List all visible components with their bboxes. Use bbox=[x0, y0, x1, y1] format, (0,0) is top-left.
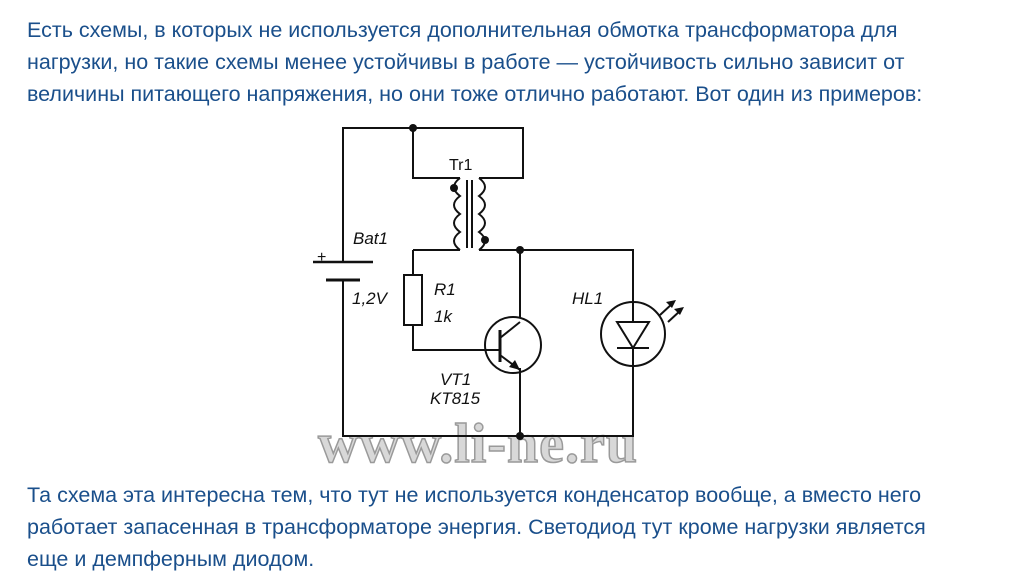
transistor-label: VT1 bbox=[440, 370, 471, 389]
transformer-label: Tr1 bbox=[449, 157, 473, 174]
led-light-arrow-icon bbox=[666, 300, 676, 308]
led-symbol bbox=[600, 301, 682, 367]
resistor-label: R1 bbox=[434, 280, 456, 299]
wires bbox=[342, 127, 634, 437]
resistor-symbol bbox=[403, 274, 423, 326]
junction-dots bbox=[409, 124, 524, 440]
transformer-dot-secondary bbox=[481, 236, 489, 244]
transistor-part: KT815 bbox=[430, 389, 481, 408]
led-light-arrow-icon-2 bbox=[674, 307, 684, 315]
intro-line-1: Есть схемы, в которых не используется до… bbox=[27, 18, 898, 42]
emitter-arrow-icon bbox=[509, 360, 520, 370]
resistor-value: 1k bbox=[434, 307, 453, 326]
transistor-symbol bbox=[484, 316, 542, 374]
outro-line-2: работает запасенная в трансформаторе эне… bbox=[27, 515, 926, 539]
outro-paragraph: Та схема эта интересна тем, что тут не и… bbox=[27, 479, 1012, 575]
transformer-symbol bbox=[453, 177, 486, 251]
intro-paragraph: Есть схемы, в которых не используется до… bbox=[27, 14, 1012, 110]
battery-label: Bat1 bbox=[353, 229, 388, 248]
battery-voltage: 1,2V bbox=[352, 289, 389, 308]
battery-plus-sign: + bbox=[317, 249, 326, 266]
transformer-dot-primary bbox=[450, 184, 458, 192]
outro-line-3: еще и демпферным диодом. bbox=[27, 547, 315, 571]
intro-line-3: величины питающего напряжения, но они то… bbox=[27, 82, 923, 106]
led-label: HL1 bbox=[572, 289, 603, 308]
watermark: www.li-ne.ru bbox=[318, 413, 638, 475]
battery-symbol bbox=[313, 260, 373, 282]
outro-line-1: Та схема эта интересна тем, что тут не и… bbox=[27, 483, 922, 507]
intro-line-2: нагрузки, но такие схемы менее устойчивы… bbox=[27, 50, 905, 74]
